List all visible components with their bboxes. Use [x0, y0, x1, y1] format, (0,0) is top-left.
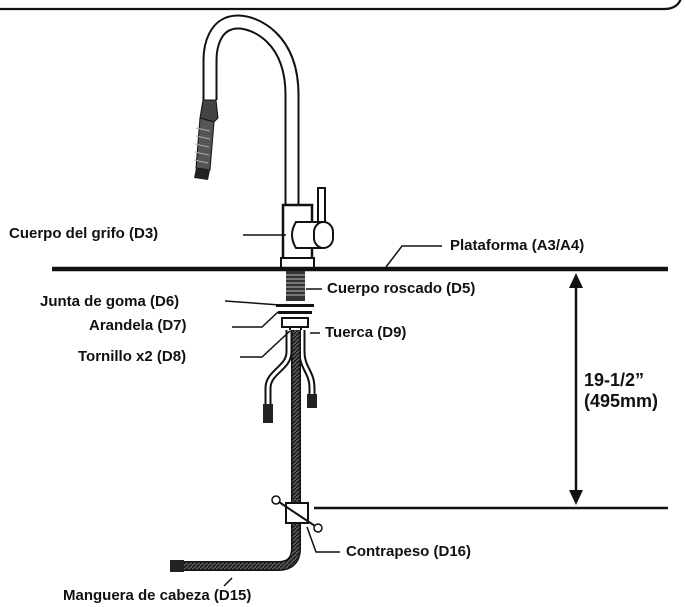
label-nut: Tuerca (D9) — [325, 324, 407, 341]
label-screws: Tornillo x2 (D8) — [78, 348, 187, 365]
dimension-label: 19-1/2” (495mm) — [584, 370, 658, 411]
dimension-imperial: 19-1/2” — [584, 370, 645, 390]
dimension-arrow — [569, 273, 583, 505]
label-washer: Arandela (D7) — [89, 317, 187, 334]
threaded-shank — [286, 271, 305, 301]
supply-lines-inner — [266, 330, 314, 404]
label-hose: Manguera de cabeza (D15) — [63, 587, 252, 604]
label-rubber-gasket: Junta de goma (D6) — [40, 293, 180, 310]
header-frame — [0, 0, 682, 11]
counterweight — [271, 495, 323, 533]
label-faucet-body: Cuerpo del grifo (D3) — [9, 225, 159, 242]
spout — [202, 14, 300, 205]
label-counterweight: Contrapeso (D16) — [346, 543, 472, 560]
label-threaded-body: Cuerpo roscado (D5) — [327, 280, 476, 297]
spray-head — [193, 99, 219, 180]
supply-fitting-left — [263, 404, 273, 423]
supply-fitting-right — [307, 394, 317, 408]
leader-lines — [223, 234, 442, 587]
dimension-metric: (495mm) — [584, 390, 659, 411]
label-deck: Plataforma (A3/A4) — [450, 237, 585, 254]
braided-hose — [170, 330, 301, 572]
